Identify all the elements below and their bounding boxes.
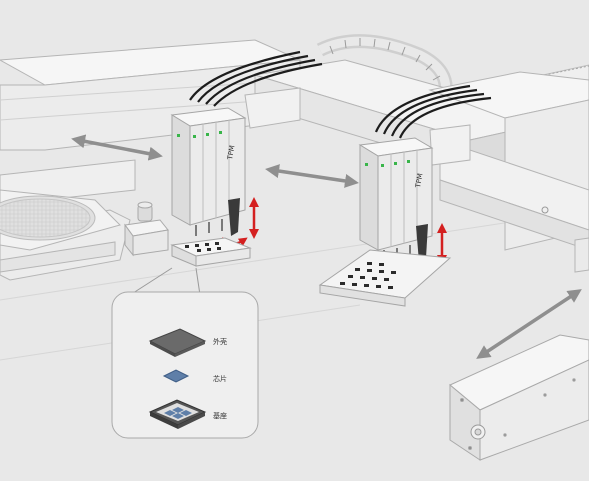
label-shell: 外壳 — [213, 337, 227, 346]
right-gantry-beam — [428, 71, 589, 273]
double-arrow-icon — [71, 134, 582, 359]
base-layer — [148, 399, 207, 429]
svg-text:TPM: TPM — [226, 145, 237, 162]
svg-text:TPM: TPM — [414, 173, 425, 190]
left-placement-head: TPM — [170, 50, 323, 247]
camera-unit — [124, 201, 169, 257]
callout-bubble: 外壳 芯片 基座 — [111, 291, 259, 439]
callout-leader — [129, 267, 201, 296]
chip-tray-right — [318, 249, 452, 307]
chip-tray-left — [170, 237, 252, 267]
shell-layer — [148, 328, 207, 357]
wafer-tray — [0, 189, 121, 251]
chip-layer — [162, 369, 190, 383]
label-chip: 芯片 — [213, 374, 227, 383]
label-base: 基座 — [213, 411, 227, 420]
linear-module — [449, 334, 589, 461]
